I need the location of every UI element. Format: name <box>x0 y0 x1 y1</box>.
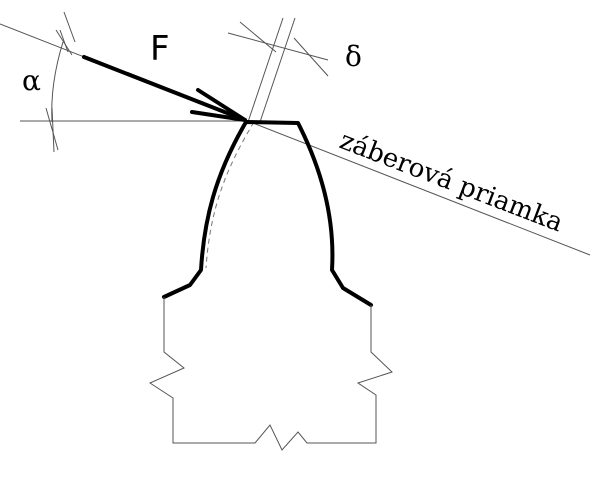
gear-body-outline <box>148 297 393 451</box>
force-label: F <box>150 29 170 69</box>
delta-extension-left <box>247 17 284 123</box>
alpha-tick-top-2 <box>59 29 69 53</box>
alpha-tick-bottom <box>45 107 59 151</box>
delta-tick-left <box>239 21 277 53</box>
line-of-action-label: záberová priamka <box>335 126 567 239</box>
delta-extension-right <box>259 17 296 123</box>
alpha-tick-top <box>55 29 73 56</box>
alpha-tick-bottom-2 <box>51 107 55 153</box>
force-arrow-shaft <box>82 55 247 122</box>
tooth-profile-bold <box>162 120 373 307</box>
alpha-angle-arc <box>51 41 64 123</box>
pressure-angle-label: α <box>22 64 41 97</box>
force-arrowhead <box>190 88 247 122</box>
thickness-label: δ <box>345 40 362 73</box>
alpha-tick-upper <box>63 11 76 43</box>
delta-dimension-line <box>227 32 329 61</box>
delta-tick-right <box>293 37 329 77</box>
tooth-profile-dashed <box>205 121 334 269</box>
